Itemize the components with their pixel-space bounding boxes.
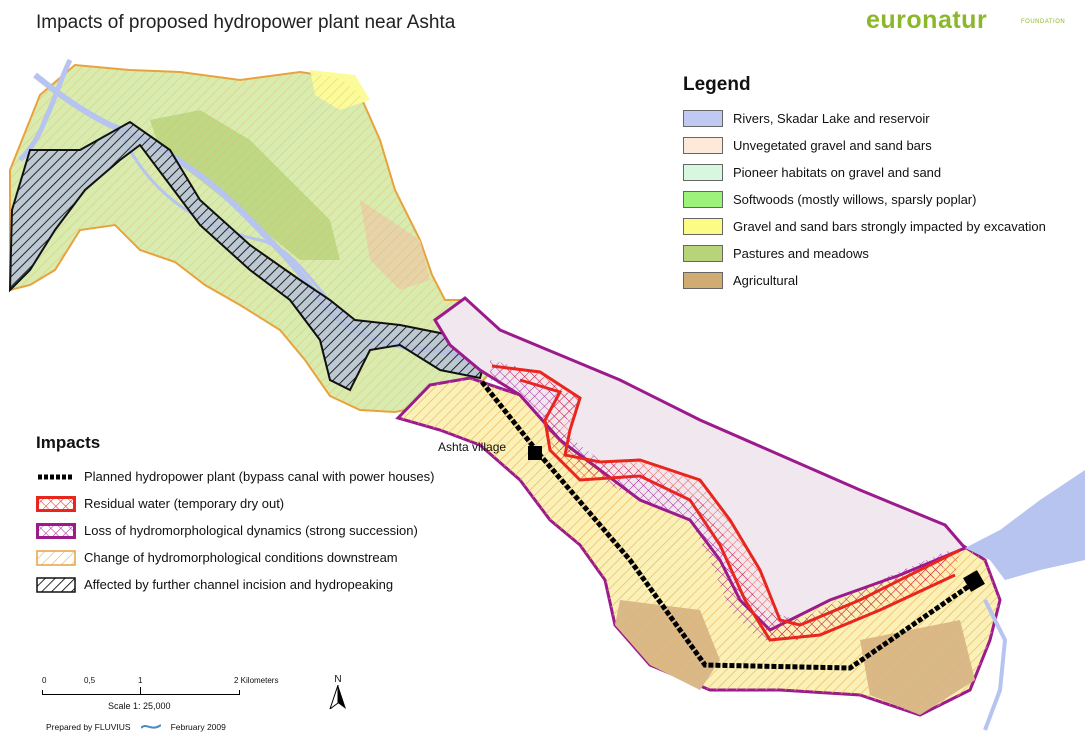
scale-text: Scale 1: 25,000 — [108, 701, 171, 711]
legend-item-label: Softwoods (mostly willows, sparsly popla… — [733, 192, 977, 207]
impact-swatch-orange-hatch — [36, 549, 76, 566]
upstream-valley — [9, 58, 490, 414]
legend-item: Pioneer habitats on gravel and sand — [683, 159, 1078, 186]
place-label-ashta: Ashta village — [438, 440, 507, 454]
impact-item: Change of hydromorphological conditions … — [36, 544, 466, 571]
legend-item: Gravel and sand bars strongly impacted b… — [683, 213, 1078, 240]
scale-tick-half: 0,5 — [84, 676, 96, 685]
legend-swatch — [683, 191, 723, 208]
impact-item-label: Residual water (temporary dry out) — [84, 496, 285, 511]
map-title: Impacts of proposed hydropower plant nea… — [36, 12, 456, 33]
canal-line — [480, 380, 977, 671]
legend-swatch — [683, 164, 723, 181]
impact-item: Affected by further channel incision and… — [36, 571, 466, 598]
downstream-area — [395, 296, 1085, 731]
scale-tick-0: 0 — [42, 676, 47, 685]
hydropower-canal — [480, 380, 985, 671]
impact-swatch-dashed-black-line — [38, 474, 74, 479]
credit-line: Prepared by FLUVIUS February 2009 — [46, 722, 226, 732]
legend-swatch — [683, 110, 723, 127]
legend-item: Agricultural — [683, 267, 1078, 294]
legend-item: Rivers, Skadar Lake and reservoir — [683, 105, 1078, 132]
power-house-2 — [963, 570, 985, 592]
impact-item: Planned hydropower plant (bypass canal w… — [36, 463, 466, 490]
north-arrow: N — [328, 674, 348, 714]
credit-date: February 2009 — [170, 722, 226, 732]
legend-item-label: Rivers, Skadar Lake and reservoir — [733, 111, 930, 126]
skadar-lake — [965, 470, 1085, 580]
legend-title: Legend — [683, 74, 751, 95]
lake-outflow — [983, 599, 1008, 731]
scale-line — [42, 687, 240, 695]
loss-dynamics-hatch — [490, 360, 950, 640]
impact-item-label: Affected by further channel incision and… — [84, 577, 394, 592]
impact-swatch-red-crosshatch — [36, 495, 76, 512]
impact-item-label: Change of hydromorphological conditions … — [84, 550, 398, 565]
euronatur-logo-sub: FOUNDATION — [1021, 19, 1066, 25]
legend-item-label: Pastures and meadows — [733, 246, 869, 261]
scale-tick-1: 1 — [138, 676, 143, 685]
impacts-panel: Impacts Planned hydropower plant (bypass… — [36, 433, 466, 598]
legend-item: Pastures and meadows — [683, 240, 1078, 267]
impact-swatch-purple-crosshatch — [36, 522, 76, 539]
euronatur-logo: euronatur — [866, 6, 988, 34]
downstream-hatch — [398, 378, 1000, 715]
impact-item-label: Planned hydropower plant (bypass canal w… — [84, 469, 435, 484]
credit-prepared-by: Prepared by FLUVIUS — [46, 722, 131, 732]
impact-item: Loss of hydromorphological dynamics (str… — [36, 517, 466, 544]
north-label: N — [334, 674, 342, 685]
incision-zone — [8, 120, 487, 392]
legend-item-label: Pioneer habitats on gravel and sand — [733, 165, 942, 180]
legend-item-label: Gravel and sand bars strongly impacted b… — [733, 219, 1046, 234]
power-house-1 — [528, 446, 542, 460]
legend-swatch — [683, 218, 723, 235]
legend-swatch — [683, 245, 723, 262]
fluvius-logo-icon — [140, 724, 161, 729]
impact-swatch-black-hatch — [36, 576, 76, 593]
north-arrow-icon — [329, 684, 346, 711]
impact-item-label: Loss of hydromorphological dynamics (str… — [84, 523, 418, 538]
legend-swatch — [683, 272, 723, 289]
scale-bar: 0 0,5 1 2 Kilometers Scale 1: 25,000 — [38, 676, 298, 712]
legend-swatch — [683, 137, 723, 154]
upstream-river-branch — [118, 129, 351, 322]
legend-item-label: Agricultural — [733, 273, 799, 288]
legend-panel: Legend Rivers, Skadar Lake and reservoir… — [683, 74, 1078, 294]
impact-item: Residual water (temporary dry out) — [36, 490, 466, 517]
scale-tick-2: 2 Kilometers — [234, 676, 279, 685]
legend-item: Softwoods (mostly willows, sparsly popla… — [683, 186, 1078, 213]
incision-hatch — [8, 120, 487, 392]
legend-item: Unvegetated gravel and sand bars — [683, 132, 1078, 159]
legend-item-label: Unvegetated gravel and sand bars — [733, 138, 932, 153]
impacts-title: Impacts — [36, 433, 101, 452]
